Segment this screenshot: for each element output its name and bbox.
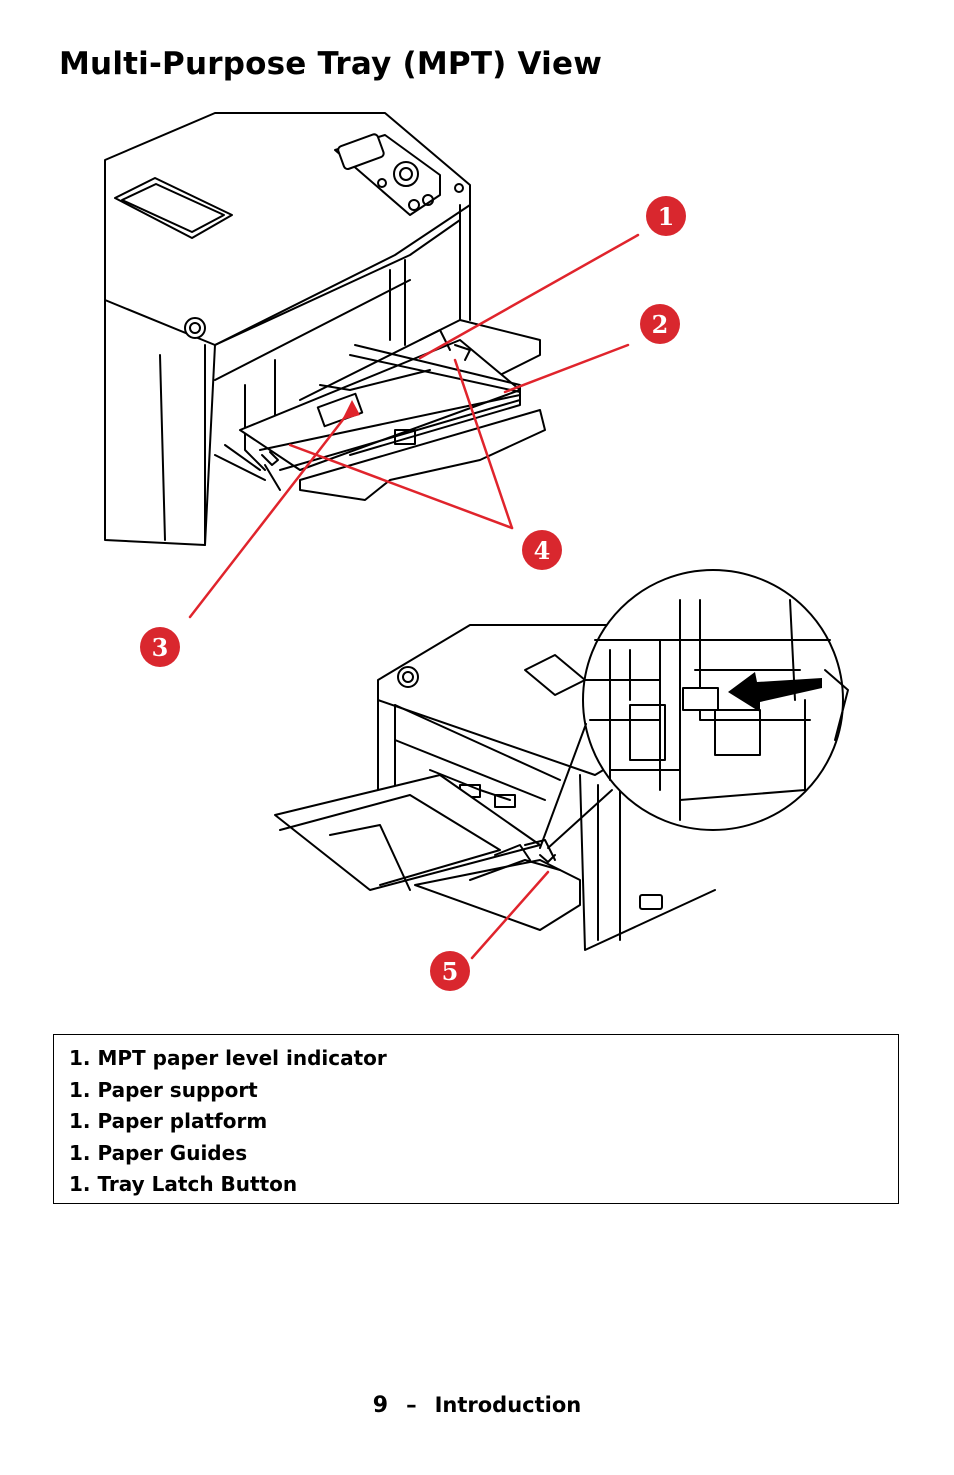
- leader-line-3: [188, 406, 354, 619]
- printer-top-drawing: [104, 112, 546, 546]
- svg-text:5: 5: [442, 957, 459, 986]
- legend-item: 1. Tray Latch Button: [69, 1172, 298, 1196]
- arrow-icon: [728, 672, 822, 712]
- callout-3: 3: [140, 627, 180, 667]
- svg-text:4: 4: [534, 536, 551, 565]
- svg-text:3: 3: [152, 633, 169, 662]
- legend-item: 1. Paper Guides: [69, 1140, 248, 1165]
- section-name: Introduction: [434, 1393, 582, 1417]
- page-footer: 9–Introduction: [0, 1393, 954, 1418]
- zoom-detail: [539, 569, 849, 849]
- leader-line-4a: [453, 358, 514, 530]
- printer-illustration: 1 2 3 4 5: [104, 112, 849, 991]
- svg-text:2: 2: [652, 310, 669, 339]
- legend-item: 1. MPT paper level indicator: [69, 1046, 387, 1070]
- svg-text:1: 1: [658, 202, 675, 231]
- printer-bottom-drawing: [274, 624, 716, 951]
- legend-box: 1. MPT paper level indicator 1. Paper su…: [53, 1034, 899, 1204]
- leader-line-1: [418, 233, 640, 360]
- callout-4: 4: [522, 530, 562, 570]
- callout-5: 5: [430, 951, 470, 991]
- leader-line-4b: [288, 443, 514, 530]
- callout-1: 1: [646, 196, 686, 236]
- page-title: Multi-Purpose Tray (MPT) View: [59, 46, 603, 82]
- legend-item: 1. Paper platform: [69, 1109, 268, 1133]
- footer-separator: –: [406, 1393, 417, 1417]
- leader-line-2: [503, 343, 630, 394]
- leader-line-5: [470, 870, 550, 960]
- legend-item: 1. Paper support: [69, 1077, 258, 1102]
- callout-2: 2: [640, 304, 680, 344]
- page-number: 9: [372, 1393, 389, 1418]
